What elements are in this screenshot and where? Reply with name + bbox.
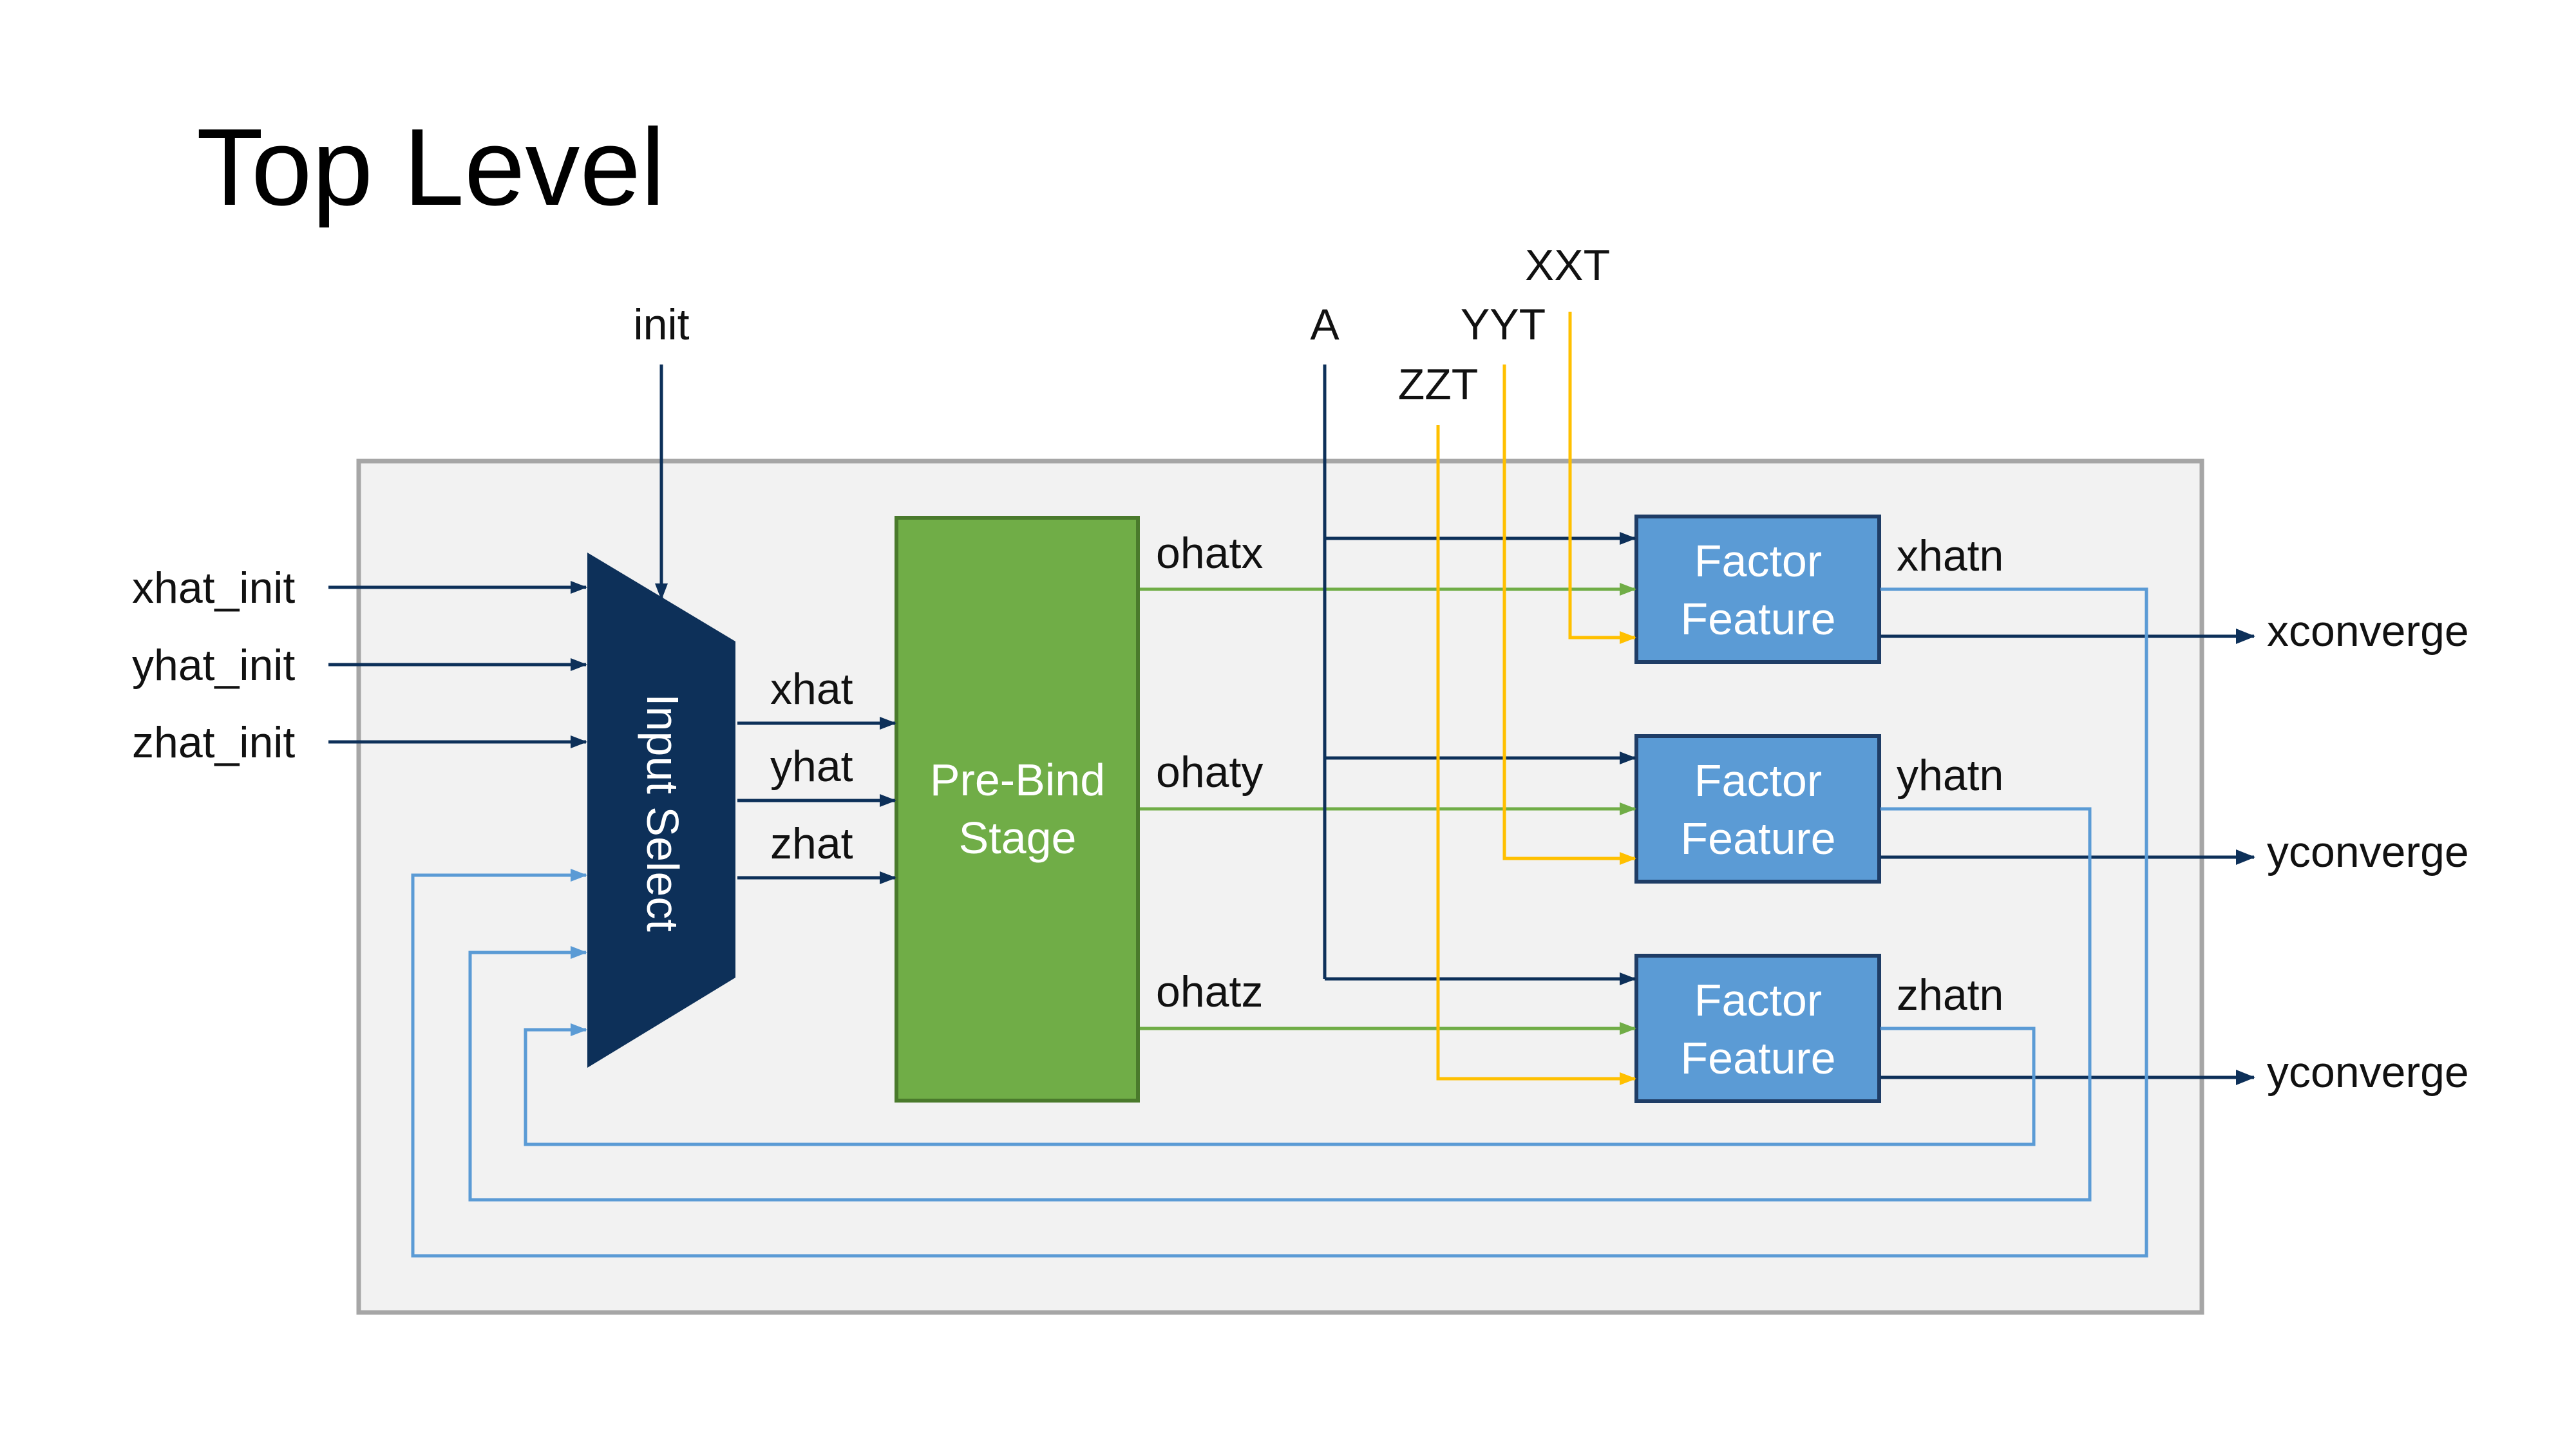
wire-YYT <box>1502 365 1636 865</box>
label-init: init <box>634 300 690 349</box>
input-select-mux <box>587 553 735 1068</box>
label-xhat-init: xhat_init <box>132 564 295 612</box>
label-zhat: zhat <box>770 819 853 868</box>
label-ohaty: ohaty <box>1156 748 1263 797</box>
label-zhat-init: zhat_init <box>132 718 295 767</box>
label-ZZT: ZZT <box>1398 360 1479 409</box>
label-ohatz: ohatz <box>1156 967 1263 1016</box>
label-output-z: yconverge <box>2267 1048 2469 1097</box>
factor-feature-block-x <box>1634 515 1881 664</box>
label-output-y: yconverge <box>2267 828 2469 876</box>
input-select-label: Input Select <box>638 694 688 932</box>
prebind-stage-block <box>895 516 1140 1103</box>
wire-XXT <box>1568 312 1636 644</box>
label-XXT: XXT <box>1525 241 1610 290</box>
label-yhat: yhat <box>770 742 853 791</box>
label-ohatx: ohatx <box>1156 529 1263 578</box>
factor-feature-x-line1: Factor <box>1694 536 1822 586</box>
label-xhat: xhat <box>770 665 853 714</box>
prebind-label-line2: Stage <box>959 813 1077 863</box>
label-yhat-init: yhat_init <box>132 641 295 690</box>
factor-feature-y-line2: Feature <box>1680 813 1835 864</box>
label-YYT: YYT <box>1461 300 1546 349</box>
factor-feature-z-line1: Factor <box>1694 975 1822 1025</box>
label-xhatn: xhatn <box>1897 531 2003 580</box>
prebind-label-line1: Pre-Bind <box>930 755 1105 805</box>
wire-feedback-yhatn <box>468 807 2092 1202</box>
label-A: A <box>1310 300 1340 349</box>
factor-feature-block-y <box>1634 734 1881 884</box>
page-title: Top Level <box>196 106 665 229</box>
factor-feature-y-line1: Factor <box>1694 755 1822 806</box>
label-yhatn: yhatn <box>1897 751 2003 800</box>
wire-ZZT <box>1436 425 1636 1085</box>
factor-feature-x-line2: Feature <box>1680 594 1835 644</box>
factor-feature-z-line2: Feature <box>1680 1033 1835 1083</box>
wire-feedback-xhatn <box>411 587 2148 1258</box>
wire-feedback-zhatn <box>524 1023 2036 1146</box>
label-output-x: xconverge <box>2267 607 2469 656</box>
label-zhatn: zhatn <box>1897 971 2003 1019</box>
factor-feature-block-z <box>1634 954 1881 1103</box>
